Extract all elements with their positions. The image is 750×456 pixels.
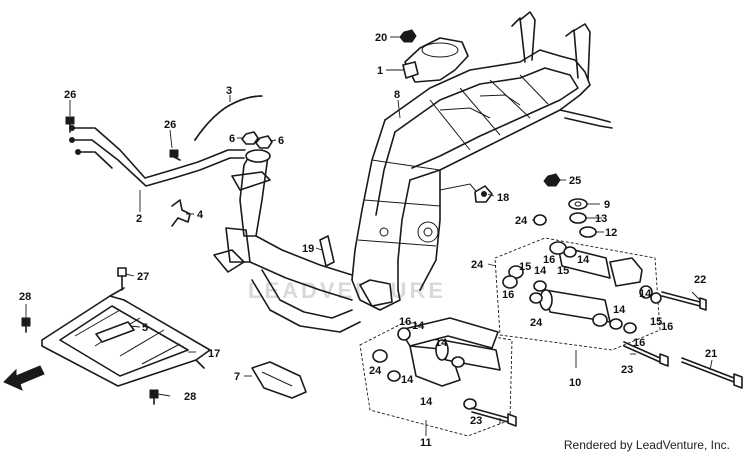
callout-14-c: 14: [412, 320, 425, 332]
callout-5: 5: [142, 322, 148, 334]
nut-part-24-a: [533, 214, 547, 226]
bolt-part-27: [117, 267, 127, 291]
callout-14-e: 14: [613, 304, 626, 316]
pin-part-19: [319, 235, 335, 267]
callout-17: 17: [208, 348, 220, 360]
callout-labels: 20 1 3 8 26 26 6 6 2 4 25 18 9 24 13 12 …: [19, 32, 717, 449]
bolt-part-23-b: [471, 407, 517, 427]
callout-16-e: 16: [633, 337, 645, 349]
brake-pipe-part-2: [69, 125, 246, 187]
watermark-text: LEADVENTURE: [248, 278, 446, 303]
bolt-part-23-a: [623, 341, 669, 367]
callout-19: 19: [302, 243, 314, 255]
callout-15-b: 15: [557, 265, 569, 277]
callout-1: 1: [377, 65, 383, 77]
callout-18: 18: [497, 192, 509, 204]
callout-14-d: 14: [435, 337, 448, 349]
callout-13: 13: [595, 213, 607, 225]
callout-6-right: 6: [278, 135, 284, 147]
callout-24-b: 24: [471, 259, 484, 271]
grommet-part-18: [474, 185, 493, 203]
callout-3: 3: [226, 85, 232, 97]
callout-16-d: 16: [661, 321, 673, 333]
clip-part-4: [171, 199, 191, 227]
nut-part-6-pair: [241, 131, 273, 149]
callout-23-a: 23: [621, 364, 633, 376]
callout-25: 25: [569, 175, 581, 187]
callout-8: 8: [394, 89, 400, 101]
callout-20: 20: [375, 32, 387, 44]
callout-7: 7: [234, 371, 240, 383]
callout-28-b: 28: [184, 391, 196, 403]
link-assembly-part-11: [359, 317, 513, 437]
bolt-part-26-left: [65, 116, 75, 133]
bolt-part-22: [661, 291, 707, 311]
leader-lines: [25, 36, 713, 436]
pad-part-5: [95, 321, 135, 343]
callout-28-a: 28: [19, 291, 31, 303]
callout-15-a: 15: [519, 261, 531, 273]
callout-24-d: 24: [369, 365, 382, 377]
collar-part-12: [579, 226, 597, 238]
washer-part-9: [568, 198, 588, 210]
coil-hose-part-3: [194, 95, 263, 141]
callout-16-b: 16: [502, 289, 514, 301]
callout-16-a: 16: [543, 254, 555, 266]
callout-14-a: 14: [534, 265, 547, 277]
callout-27: 27: [137, 271, 149, 283]
main-frame-part: [351, 11, 613, 311]
callout-23-b: 23: [470, 415, 482, 427]
bolt-part-28-a: [21, 317, 31, 333]
callout-24-c: 24: [530, 317, 543, 329]
callout-6-left: 6: [229, 133, 235, 145]
callout-14-b: 14: [577, 254, 590, 266]
bolt-part-21: [681, 357, 743, 389]
callout-22: 22: [694, 274, 706, 286]
callout-2: 2: [136, 213, 142, 225]
callout-15-c: 15: [650, 316, 662, 328]
collar-part-13: [569, 212, 587, 224]
steering-head-part: [213, 149, 361, 333]
cover-plate-part-7: [251, 361, 307, 399]
callout-21: 21: [705, 348, 717, 360]
callout-24-a: 24: [515, 215, 528, 227]
nut-part-20: [399, 29, 417, 43]
callout-14-f: 14: [639, 288, 652, 300]
bolt-part-26-right: [169, 149, 181, 161]
callout-14-g: 14: [401, 374, 414, 386]
link-assembly-part-10: [494, 237, 662, 351]
under-frame-part-17: [41, 287, 211, 387]
callout-4: 4: [197, 209, 204, 221]
callout-11: 11: [420, 437, 432, 449]
nut-part-25: [543, 173, 561, 187]
front-arrow-icon: [3, 365, 45, 391]
callout-26-left: 26: [64, 89, 76, 101]
callout-12: 12: [605, 227, 617, 239]
callout-16-c: 16: [399, 316, 411, 328]
callout-26-right: 26: [164, 119, 176, 131]
callout-10: 10: [569, 377, 581, 389]
callout-14-h: 14: [420, 396, 433, 408]
render-credit: Rendered by LeadVenture, Inc.: [563, 438, 730, 452]
bolt-part-28-b: [149, 389, 159, 405]
callout-9: 9: [604, 199, 610, 211]
bracket-part-1: [402, 37, 469, 83]
